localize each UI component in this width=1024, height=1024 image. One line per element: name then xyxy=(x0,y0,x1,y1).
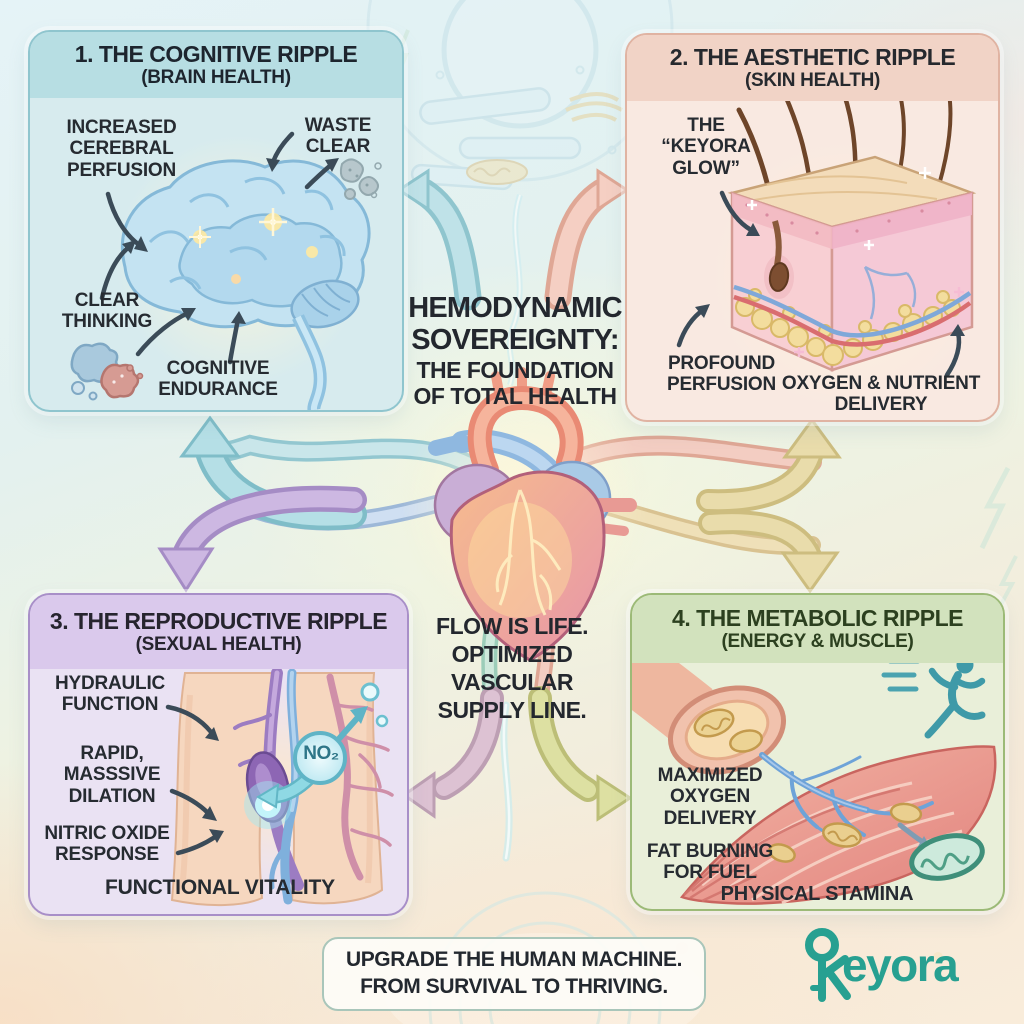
panel-metabolic-subtitle: (ENERGY & MUSCLE) xyxy=(721,630,914,652)
footer-banner: UPGRADE THE HUMAN MACHINE. FROM SURVIVAL… xyxy=(322,937,706,1011)
label-clear-thinking: CLEAR THINKING xyxy=(61,290,153,333)
panel-reproductive-header: 3. THE REPRODUCTIVE RIPPLE (SEXUAL HEALT… xyxy=(30,595,407,669)
flow-statement-line1: FLOW IS LIFE. xyxy=(436,613,588,639)
panel-reproductive: 3. THE REPRODUCTIVE RIPPLE (SEXUAL HEALT… xyxy=(28,593,409,916)
panel-aesthetic-header: 2. THE AESTHETIC RIPPLE (SKIN HEALTH) xyxy=(627,35,998,101)
glow-sparks xyxy=(189,208,318,284)
arrow-to-metabolic-down xyxy=(698,510,840,594)
central-heading: HEMODYNAMIC SOVEREIGNTY: THE FOUNDATION … xyxy=(390,292,640,410)
label-oxygen-nutrient-delivery: OXYGEN & NUTRIENT DELIVERY xyxy=(781,373,981,416)
central-heading-line1: HEMODYNAMIC xyxy=(408,292,622,324)
label-increased-cerebral-perfusion: INCREASED CEREBRAL PERFUSION xyxy=(66,117,177,181)
mitochondria-icons xyxy=(768,802,923,863)
panel-reproductive-title: 3. THE REPRODUCTIVE RIPPLE xyxy=(49,608,388,635)
sparkles xyxy=(747,167,964,357)
label-profound-perfusion: PROFOUND PERFUSION xyxy=(666,353,777,396)
waste-particles-icon xyxy=(339,158,382,200)
panel-cognitive-header: 1. THE COGNITIVE RIPPLE (BRAIN HEALTH) xyxy=(30,32,402,98)
label-waste-clear: WASTE CLEAR xyxy=(304,115,372,158)
label-fat-burning-for-fuel: FAT BURNING FOR FUEL xyxy=(646,841,774,884)
label-functional-vitality: FUNCTIONAL VITALITY xyxy=(105,876,335,899)
arrow-to-aesthetic-up xyxy=(696,417,842,514)
heart-illustration xyxy=(400,367,650,662)
panel-metabolic-title: 4. THE METABOLIC RIPPLE xyxy=(672,605,963,632)
footer-banner-line2: FROM SURVIVAL TO THRIVING. xyxy=(360,975,668,998)
arrow-to-reproductive-side xyxy=(401,686,504,819)
reproductive-illustration xyxy=(165,667,394,907)
released-mitochondrion-icon xyxy=(897,822,985,881)
label-maximized-oxygen-delivery: MAXIMIZED OXYGEN DELIVERY xyxy=(657,765,763,829)
flow-statement-line2: OPTIMIZED VASCULAR xyxy=(450,641,574,696)
central-heading-line4: OF TOTAL HEALTH xyxy=(413,383,617,410)
flow-statement-line3: SUPPLY LINE. xyxy=(437,697,587,724)
panel-aesthetic: 2. THE AESTHETIC RIPPLE (SKIN HEALTH) TH… xyxy=(625,33,1000,422)
runner-icon xyxy=(881,656,986,739)
brand-logo: eyora xyxy=(798,926,1008,1010)
no2-badge-label: NO₂ xyxy=(303,743,339,764)
arrow-to-cognitive-side xyxy=(396,168,482,311)
label-nitric-oxide-response: NITRIC OXIDE RESPONSE xyxy=(44,823,170,866)
label-physical-stamina: PHYSICAL STAMINA xyxy=(720,883,914,905)
pointer-arrows xyxy=(165,704,218,856)
label-cognitive-endurance: COGNITIVE ENDURANCE xyxy=(158,358,278,401)
arrow-to-metabolic-side xyxy=(528,686,633,822)
central-heading-line2: SOVEREIGNTY: xyxy=(411,324,619,357)
central-heading-line3: THE FOUNDATION xyxy=(416,356,614,383)
panel-cognitive-title: 1. THE COGNITIVE RIPPLE xyxy=(74,41,358,68)
panel-metabolic-header: 4. THE METABOLIC RIPPLE (ENERGY & MUSCLE… xyxy=(632,595,1003,663)
panel-metabolic: 4. THE METABOLIC RIPPLE (ENERGY & MUSCLE… xyxy=(630,593,1005,911)
molecule-icons xyxy=(70,342,144,401)
skin-illustration xyxy=(676,75,980,410)
no2-molecule-badge xyxy=(293,682,389,785)
panel-cognitive: 1. THE COGNITIVE RIPPLE (BRAIN HEALTH) I… xyxy=(28,30,404,412)
key-icon xyxy=(805,928,851,1002)
flow-statement: FLOW IS LIFE. OPTIMIZED VASCULAR SUPPLY … xyxy=(392,612,632,724)
panel-reproductive-subtitle: (SEXUAL HEALTH) xyxy=(135,633,302,655)
footer-banner-line1: UPGRADE THE HUMAN MACHINE. xyxy=(345,948,683,972)
brand-name: eyora xyxy=(842,939,959,991)
arrow-to-aesthetic-side xyxy=(544,168,630,311)
label-hydraulic-function: HYDRAULIC FUNCTION xyxy=(54,673,166,716)
cell-watermark xyxy=(366,0,674,386)
panel-aesthetic-title: 2. THE AESTHETIC RIPPLE xyxy=(669,44,956,71)
panel-cognitive-subtitle: (BRAIN HEALTH) xyxy=(141,66,291,88)
label-rapid-massive-dilation: RAPID, MASSSIVE DILATION xyxy=(63,743,161,807)
panel-aesthetic-subtitle: (SKIN HEALTH) xyxy=(744,69,881,91)
arrow-to-reproductive-down xyxy=(157,485,367,593)
muscle-illustration xyxy=(632,638,997,905)
label-keyora-glow: THE “KEYORA GLOW” xyxy=(661,115,751,179)
brain-illustration xyxy=(70,131,382,410)
